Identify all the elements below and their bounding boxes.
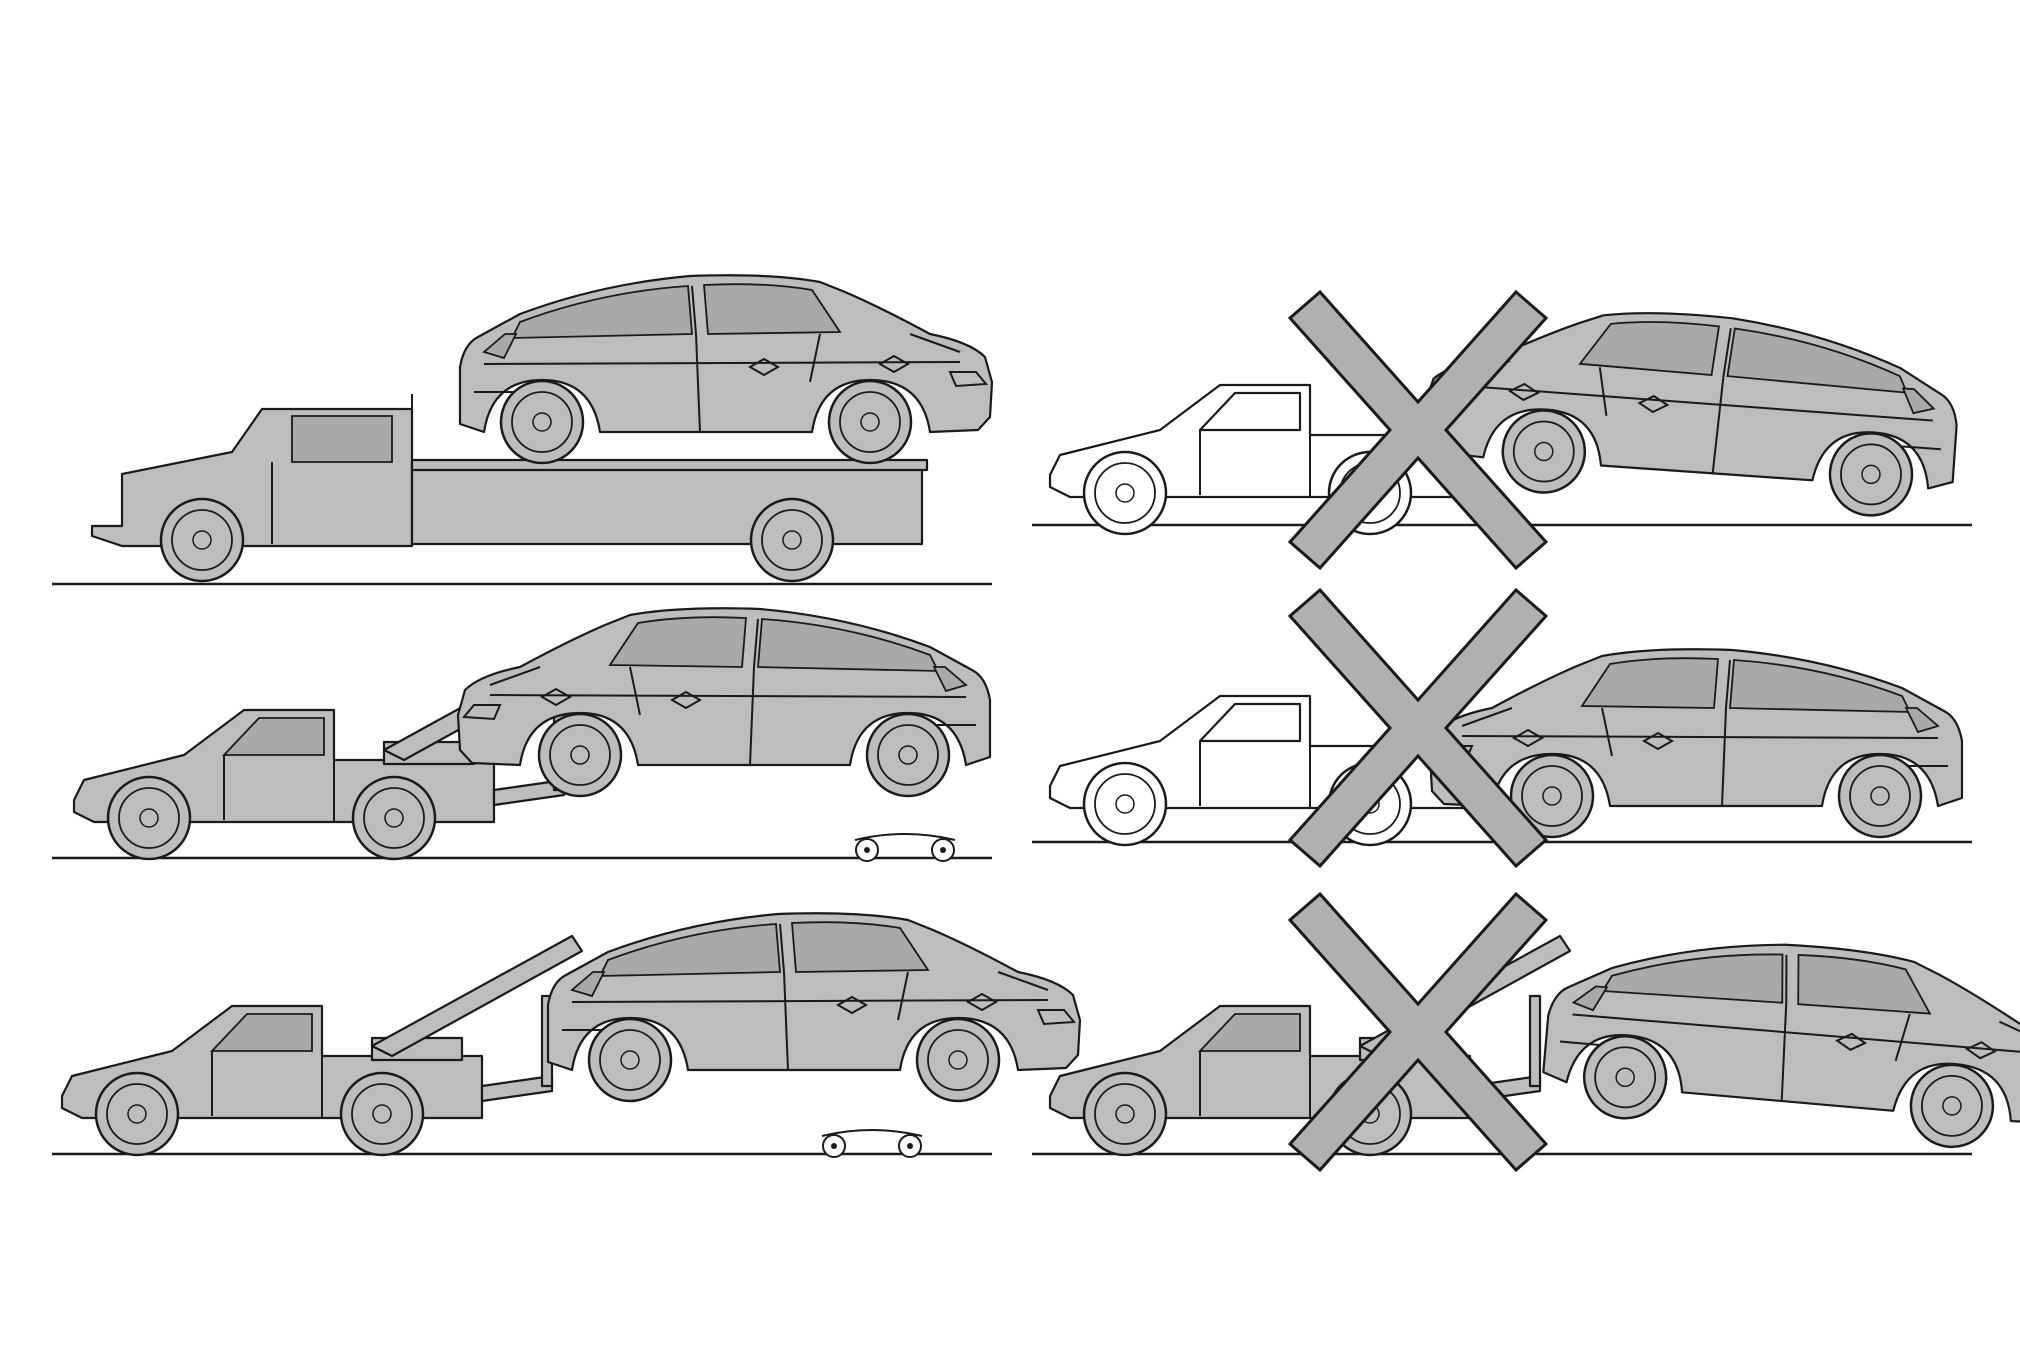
panel-front-lift-no-dollies [1032, 892, 2020, 1172]
suv-icon [458, 608, 990, 796]
prohibited-x-icon [1288, 892, 1548, 1172]
suv-icon [1540, 924, 2020, 1157]
panel-wheel-lift-front-dollies [52, 608, 992, 862]
suv-icon [460, 275, 992, 463]
suv-icon [548, 913, 1080, 1101]
tow-truck-icon [62, 936, 582, 1155]
panel-flatbed [52, 275, 992, 586]
panel-rear-lift-no-dollies [1032, 290, 1972, 570]
panel-wheel-lift-rear-dollies [52, 913, 1080, 1158]
panel-rear-lift-sling [1032, 588, 1972, 868]
